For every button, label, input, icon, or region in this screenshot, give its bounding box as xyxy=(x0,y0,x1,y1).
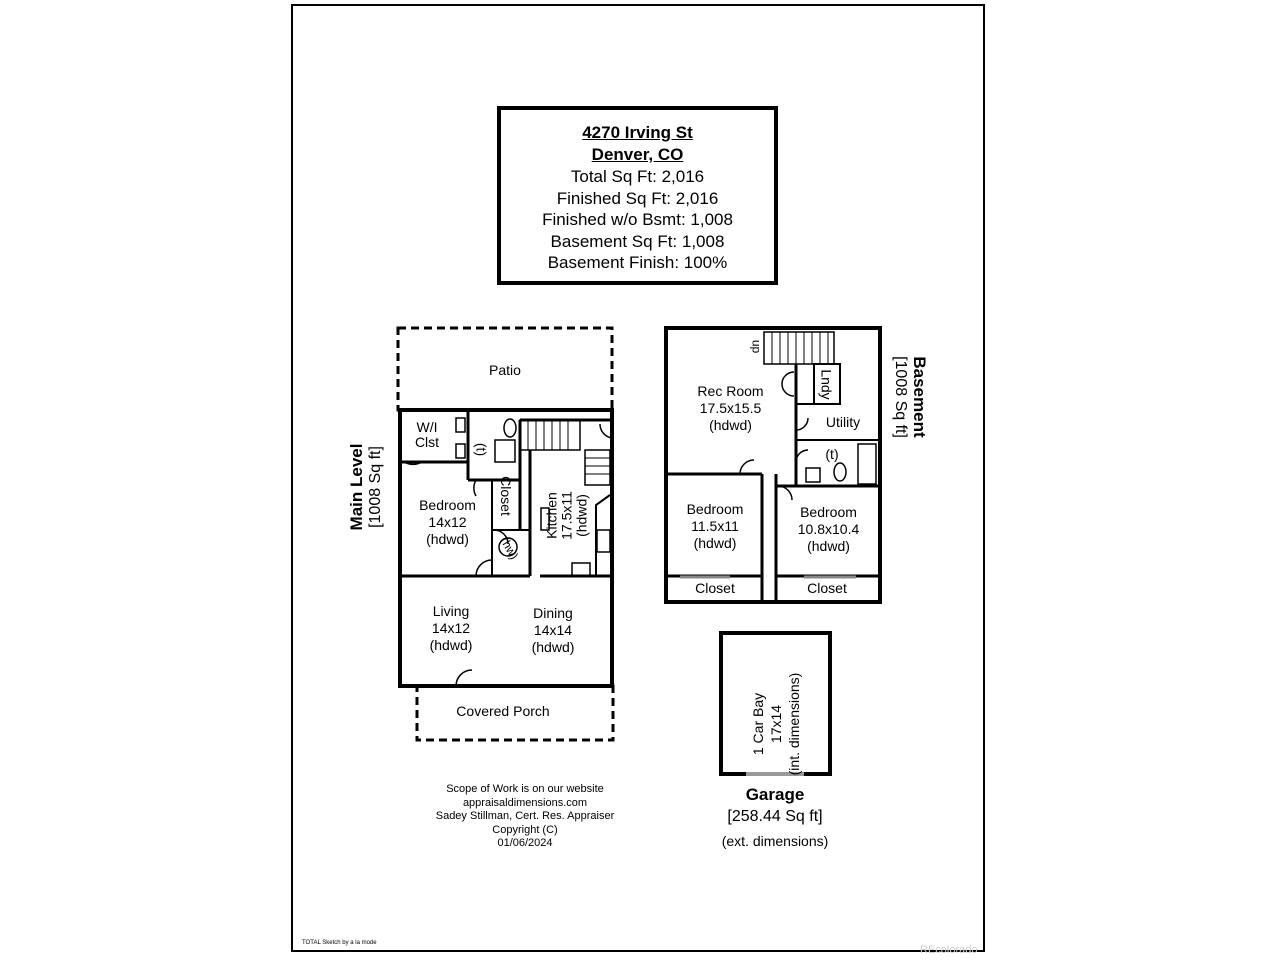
garage-plan xyxy=(719,631,832,776)
rec-room-name: Rec Room xyxy=(697,383,764,399)
utility-label: Utility xyxy=(825,414,861,430)
patio-label: Patio xyxy=(489,362,521,378)
kitchen-label: Kitchen 17.5x11 (hdwd) xyxy=(543,476,590,556)
basement-bedroom2-label: Bedroom 10.8x10.4 (hdwd) xyxy=(781,504,876,555)
stat-finished-sqft: Finished Sq Ft: 2,016 xyxy=(556,188,719,208)
stat-total-sqft: Total Sq Ft: 2,016 xyxy=(570,167,705,186)
main-level-title: Main Level xyxy=(347,443,366,531)
credit-line: 01/06/2024 xyxy=(497,837,553,849)
main-level-area: [1008 Sq ft] xyxy=(367,446,384,528)
sketch-software-note: TOTAL Sketch by a la mode xyxy=(302,940,377,946)
basement-plan xyxy=(664,326,882,604)
dining-floor: (hdwd) xyxy=(531,639,575,655)
living-floor: (hdwd) xyxy=(429,637,473,653)
garage-ext-note: (ext. dimensions) xyxy=(721,833,829,849)
basement-bedroom1-label: Bedroom 11.5x11 (hdwd) xyxy=(670,501,760,552)
laundry-label: Lndy xyxy=(818,369,835,400)
main-level-plan xyxy=(396,326,615,742)
garage-bay-name: 1 Car Bay xyxy=(750,692,766,756)
main-level-label: Main Level [1008 Sq ft] xyxy=(347,427,385,547)
page-frame xyxy=(291,4,985,952)
dining-label: Dining 14x14 (hdwd) xyxy=(513,605,593,656)
address-street: 4270 Irving St xyxy=(582,123,693,142)
main-closet-label: Closet xyxy=(498,476,514,516)
main-bedroom-dims: 14x12 xyxy=(428,514,467,530)
garage-area: [258.44 Sq ft] xyxy=(727,808,823,825)
covered-porch-label: Covered Porch xyxy=(456,703,550,719)
watermark: REcolorado xyxy=(920,944,978,956)
kitchen-name: Kitchen xyxy=(543,492,560,539)
basement-outline xyxy=(664,326,882,604)
basement-bedroom2-name: Bedroom xyxy=(800,504,857,520)
credit-line: Copyright (C) xyxy=(492,823,558,836)
main-bedroom-floor: (hdwd) xyxy=(426,531,469,547)
rec-room-label: Rec Room 17.5x15.5 (hdwd) xyxy=(683,383,778,434)
main-level-outline xyxy=(398,408,614,688)
wi-closet-label: W/I Clst xyxy=(414,419,440,450)
credit-line: Sadey Stillman, Cert. Res. Appraiser xyxy=(435,810,615,822)
living-label: Living 14x12 (hdwd) xyxy=(411,603,491,654)
garage-bay-label: 1 Car Bay 17x14 (int. dimensions) xyxy=(749,654,803,794)
stat-basement-finish: Basement Finish: 100% xyxy=(547,253,728,272)
address-city: Denver, CO xyxy=(591,145,684,164)
basement-bedroom2-floor: (hdwd) xyxy=(807,538,850,554)
basement-bedroom1-dims: 11.5x11 xyxy=(691,518,739,534)
dining-dims: 14x14 xyxy=(533,622,573,638)
basement-bedroom1-floor: (hdwd) xyxy=(693,535,737,551)
basement-closet2-label: Closet xyxy=(807,580,847,596)
basement-stair-label: up xyxy=(749,339,764,354)
kitchen-dims: 17.5x11 xyxy=(558,491,575,540)
basement-label: Basement [1008 Sq ft] xyxy=(891,337,929,457)
basement-area: [1008 Sq ft] xyxy=(892,356,909,438)
credit-line: Scope of Work is on our website xyxy=(446,783,604,795)
basement-bedroom2-dims: 10.8x10.4 xyxy=(797,521,860,537)
living-name: Living xyxy=(432,603,470,619)
basement-toilet-label: (t) xyxy=(825,446,839,462)
main-bedroom-name: Bedroom xyxy=(419,497,476,513)
appraiser-credits: Scope of Work is on our website appraisa… xyxy=(405,783,645,851)
living-dims: 14x12 xyxy=(431,620,471,636)
rec-room-floor: (hdwd) xyxy=(709,417,752,433)
kitchen-floor: (hdwd) xyxy=(573,494,590,537)
property-summary-box: 4270 Irving St Denver, CO Total Sq Ft: 2… xyxy=(497,106,778,285)
basement-closet1-label: Closet xyxy=(695,580,735,596)
basement-bedroom1-name: Bedroom xyxy=(686,501,744,517)
main-bedroom-label: Bedroom 14x12 (hdwd) xyxy=(405,497,490,548)
stat-finished-no-bsmt: Finished w/o Bsmt: 1,008 xyxy=(542,210,733,229)
garage-title: Garage xyxy=(745,785,805,804)
basement-title: Basement xyxy=(910,356,929,438)
garage-bay-dims: 17x14 xyxy=(768,704,784,744)
garage-bay-note: (int. dimensions) xyxy=(786,672,802,776)
main-bath-toilet-label: (t) xyxy=(473,442,490,457)
rec-room-dims: 17.5x15.5 xyxy=(699,400,762,416)
stat-basement-sqft: Basement Sq Ft: 1,008 xyxy=(550,231,725,251)
dining-name: Dining xyxy=(533,605,573,621)
credit-line: appraisaldimensions.com xyxy=(462,796,588,809)
